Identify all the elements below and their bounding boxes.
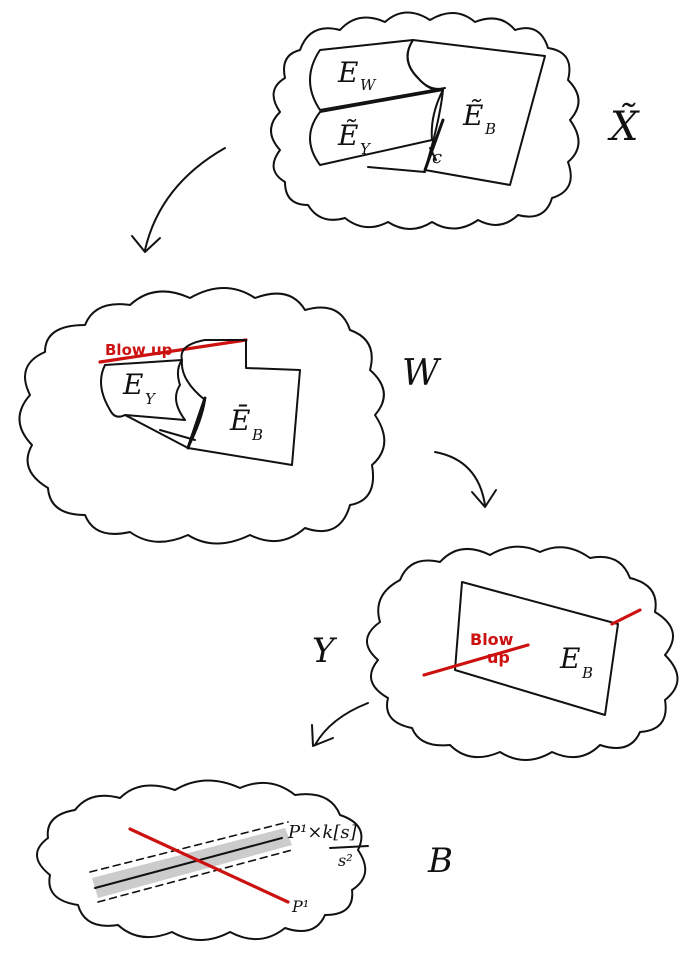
label-e-b-tilde-sub: B	[484, 120, 496, 138]
cloud-b: P¹×k[s] s² P¹	[37, 780, 368, 940]
label-w-space: W	[402, 353, 442, 394]
label-e-b-bar: Ē	[229, 404, 250, 437]
line-bottom-x-tilde	[368, 167, 425, 172]
shape-e-b-bar	[181, 340, 300, 465]
label-e-y-sub: Y	[145, 390, 157, 408]
label-p1-times: P¹×k[s]	[287, 822, 358, 843]
label-e-b: E	[559, 642, 580, 675]
label-c: c	[432, 147, 442, 168]
label-blow-up-2-line2: up	[487, 648, 510, 667]
label-e-w: E	[337, 56, 358, 89]
blow-up-line-y-2	[612, 610, 640, 624]
label-p1: P¹	[291, 897, 309, 916]
shape-e-w	[310, 40, 445, 110]
label-x-tilde-space: X̃	[607, 103, 640, 150]
label-b-space: B	[427, 841, 453, 881]
cloud-x-tilde: E W Ẽ Y Ẽ B c	[271, 12, 579, 229]
label-e-y-tilde: Ẽ	[337, 119, 358, 152]
label-y-space: Y	[312, 631, 338, 671]
fraction-bar	[330, 846, 368, 848]
cloud-outline-x-tilde	[271, 12, 579, 229]
cloud-outline-y	[367, 547, 678, 760]
label-blow-up-1: Blow up	[105, 341, 173, 359]
shape-e-y-tilde	[310, 90, 443, 165]
label-e-y-tilde-sub: Y	[360, 140, 372, 158]
arrow-x-to-w	[132, 148, 225, 252]
arrow-w-to-y	[435, 452, 496, 507]
label-p1-times-den: s²	[338, 851, 353, 870]
arrow-y-to-b	[312, 703, 368, 746]
curve-w-edge	[188, 398, 205, 448]
cloud-w: Blow up E Y Ē B	[19, 288, 384, 544]
label-blow-up-2-line1: Blow	[470, 630, 514, 649]
blow-up-line-y-1	[424, 645, 528, 675]
label-e-b-bar-sub: B	[251, 426, 263, 444]
label-e-y: E	[122, 368, 143, 401]
label-e-b-sub: B	[581, 664, 593, 682]
cloud-y: Blow up E B	[367, 547, 678, 760]
line-center-b	[95, 838, 282, 888]
label-e-w-sub: W	[360, 76, 377, 94]
label-e-b-tilde: Ẽ	[462, 99, 483, 132]
